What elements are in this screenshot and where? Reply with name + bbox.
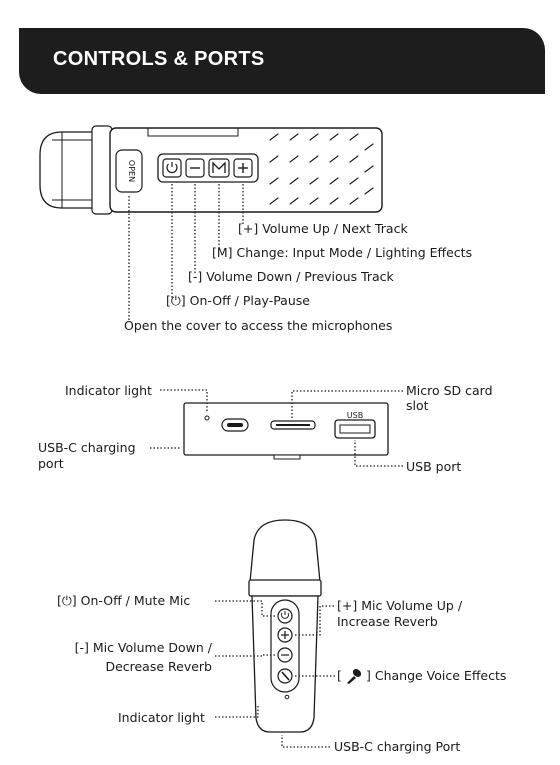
label-mic-decrease-reverb: Decrease Reverb bbox=[105, 659, 212, 674]
power-icon bbox=[166, 163, 178, 174]
speaker-leader-lines bbox=[128, 184, 244, 322]
label-micro-sd: Micro SD card bbox=[406, 383, 493, 398]
ports-leader-lines bbox=[150, 389, 403, 467]
label-mic-volume-down: [-] Mic Volume Down / bbox=[74, 640, 212, 655]
mic-leader-lines bbox=[215, 600, 335, 748]
mic-power-button[interactable] bbox=[277, 608, 293, 624]
mic-indicator-dot bbox=[284, 694, 290, 700]
usb-a-port: USB bbox=[334, 411, 376, 439]
label-mode-lighting: [M] Change: Input Mode / Lighting Effect… bbox=[212, 245, 473, 260]
speaker-grille bbox=[269, 133, 374, 205]
minus-button[interactable] bbox=[185, 158, 205, 178]
label-usb-c-charging: USB-C charging bbox=[38, 440, 136, 455]
label-voice-bracket-open: [ bbox=[337, 668, 342, 683]
label-volume-down-previous: [-] Volume Down / Previous Track bbox=[188, 269, 394, 284]
mic-voice-effect-button[interactable] bbox=[277, 668, 293, 684]
voice-effect-label-icon bbox=[345, 668, 363, 684]
label-micro-sd-2: slot bbox=[406, 398, 429, 413]
label-usb-c-charging-2: port bbox=[38, 456, 64, 471]
power-button[interactable] bbox=[162, 158, 182, 178]
micro-sd-slot bbox=[270, 420, 316, 430]
usb-port-mark: USB bbox=[347, 411, 363, 420]
plus-button[interactable] bbox=[233, 158, 253, 178]
label-open-cover: Open the cover to access the microphones bbox=[124, 318, 393, 333]
label-indicator-light: Indicator light bbox=[65, 383, 152, 398]
label-change-voice-effects: ] Change Voice Effects bbox=[366, 668, 507, 683]
section-title: CONTROLS & PORTS bbox=[53, 48, 265, 70]
label-mic-volume-up: [+] Mic Volume Up / bbox=[337, 598, 463, 613]
label-mic-increase-reverb: Increase Reverb bbox=[337, 614, 438, 629]
indicator-light-dot bbox=[204, 415, 210, 421]
microphone bbox=[248, 519, 322, 733]
label-power-play-pause: [⏻] On-Off / Play-Pause bbox=[166, 293, 310, 308]
open-tab bbox=[115, 149, 143, 193]
power-icon bbox=[281, 612, 289, 619]
open-tab-label: OPEN bbox=[127, 160, 136, 182]
microphone-icon bbox=[281, 671, 290, 681]
label-mic-usb-c-port: USB-C charging Port bbox=[334, 739, 461, 754]
mic-plus-button[interactable] bbox=[277, 627, 293, 643]
mic-minus-button[interactable] bbox=[277, 647, 293, 663]
label-usb-port: USB port bbox=[406, 459, 462, 474]
m-button[interactable] bbox=[208, 158, 230, 178]
label-mic-power-mute: [⏻] On-Off / Mute Mic bbox=[57, 593, 191, 608]
label-mic-indicator-light: Indicator light bbox=[118, 710, 205, 725]
label-volume-up-next: [+] Volume Up / Next Track bbox=[238, 221, 408, 236]
m-icon bbox=[212, 161, 226, 173]
section-header-banner: CONTROLS & PORTS bbox=[19, 28, 545, 94]
usb-c-port bbox=[221, 418, 249, 432]
